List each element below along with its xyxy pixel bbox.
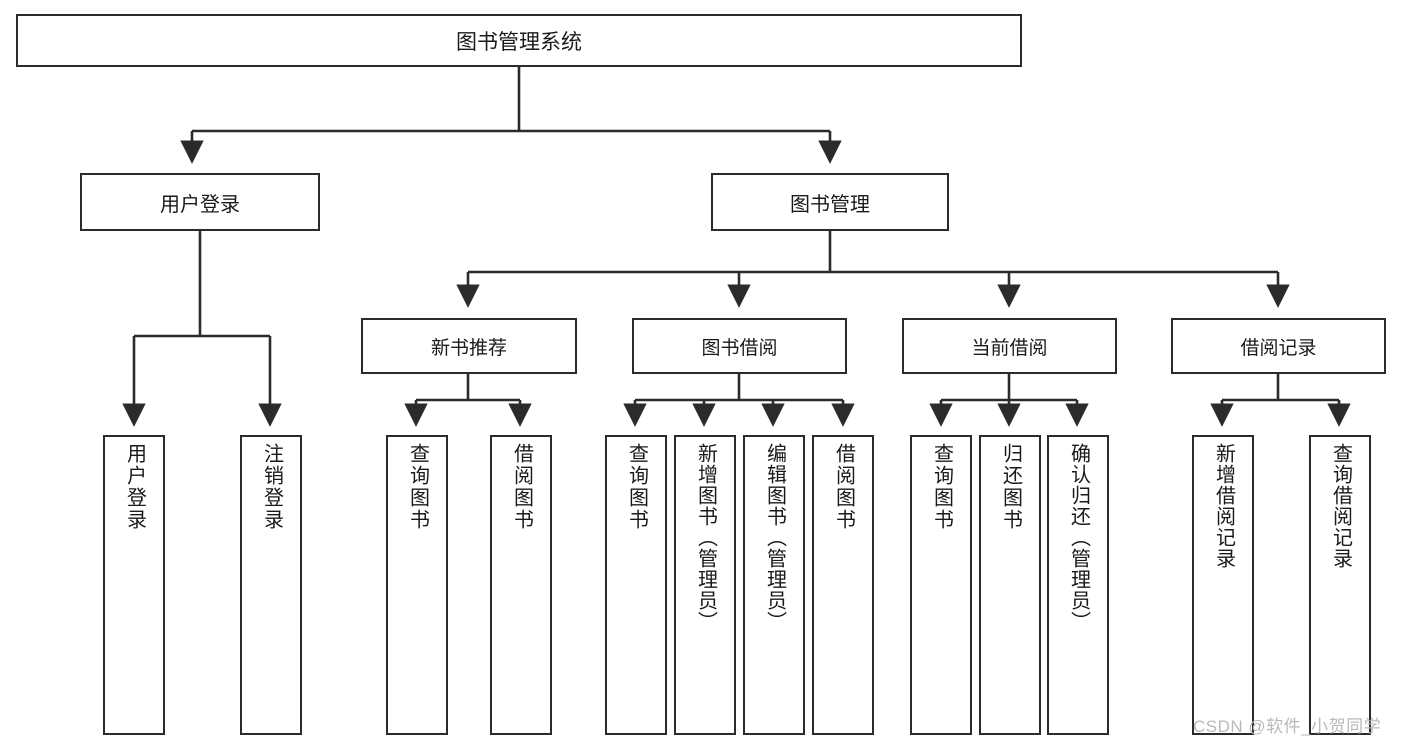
node-leaf-query-book-3-label: 查询图书 [930, 443, 953, 531]
node-leaf-confirm-return[interactable]: 确认归还（管理员） [1047, 435, 1109, 735]
node-root-label: 图书管理系统 [456, 30, 582, 54]
node-leaf-user-logout[interactable]: 注销登录 [240, 435, 302, 735]
node-borrow-record[interactable]: 借阅记录 [1171, 318, 1386, 374]
node-book-manage[interactable]: 图书管理 [711, 173, 949, 231]
node-leaf-query-book-3[interactable]: 查询图书 [910, 435, 972, 735]
node-leaf-add-book-label: 新增图书（管理员） [694, 443, 717, 632]
node-user-login[interactable]: 用户登录 [80, 173, 320, 231]
node-leaf-borrow-book-1-label: 借阅图书 [510, 443, 533, 531]
node-leaf-query-book-1[interactable]: 查询图书 [386, 435, 448, 735]
node-user-login-label: 用户登录 [160, 193, 240, 216]
node-leaf-add-record[interactable]: 新增借阅记录 [1192, 435, 1254, 735]
node-leaf-user-login[interactable]: 用户登录 [103, 435, 165, 735]
node-book-manage-label: 图书管理 [790, 193, 870, 216]
node-leaf-add-record-label: 新增借阅记录 [1212, 443, 1235, 569]
node-leaf-query-book-2-label: 查询图书 [625, 443, 648, 531]
node-leaf-edit-book-label: 编辑图书（管理员） [763, 443, 786, 632]
watermark: CSDN @软件_小贺同学 [1193, 717, 1382, 736]
node-leaf-user-logout-label: 注销登录 [260, 443, 283, 531]
node-leaf-query-record[interactable]: 查询借阅记录 [1309, 435, 1371, 735]
node-new-book-rec[interactable]: 新书推荐 [361, 318, 577, 374]
node-leaf-return-book[interactable]: 归还图书 [979, 435, 1041, 735]
node-leaf-borrow-book-1[interactable]: 借阅图书 [490, 435, 552, 735]
node-leaf-query-record-label: 查询借阅记录 [1329, 443, 1352, 569]
node-borrow-record-label: 借阅记录 [1240, 337, 1317, 359]
node-leaf-query-book-1-label: 查询图书 [406, 443, 429, 531]
node-new-book-rec-label: 新书推荐 [430, 337, 507, 359]
node-leaf-user-login-label: 用户登录 [123, 443, 146, 531]
node-root[interactable]: 图书管理系统 [16, 14, 1022, 67]
node-book-borrow[interactable]: 图书借阅 [632, 318, 847, 374]
node-leaf-add-book[interactable]: 新增图书（管理员） [674, 435, 736, 735]
node-leaf-confirm-return-label: 确认归还（管理员） [1067, 443, 1090, 632]
node-current-borrow[interactable]: 当前借阅 [902, 318, 1117, 374]
node-leaf-borrow-book-2[interactable]: 借阅图书 [812, 435, 874, 735]
node-leaf-borrow-book-2-label: 借阅图书 [832, 443, 855, 531]
node-leaf-query-book-2[interactable]: 查询图书 [605, 435, 667, 735]
node-leaf-return-book-label: 归还图书 [999, 443, 1022, 531]
node-book-borrow-label: 图书借阅 [701, 337, 778, 359]
node-current-borrow-label: 当前借阅 [971, 337, 1048, 359]
node-leaf-edit-book[interactable]: 编辑图书（管理员） [743, 435, 805, 735]
